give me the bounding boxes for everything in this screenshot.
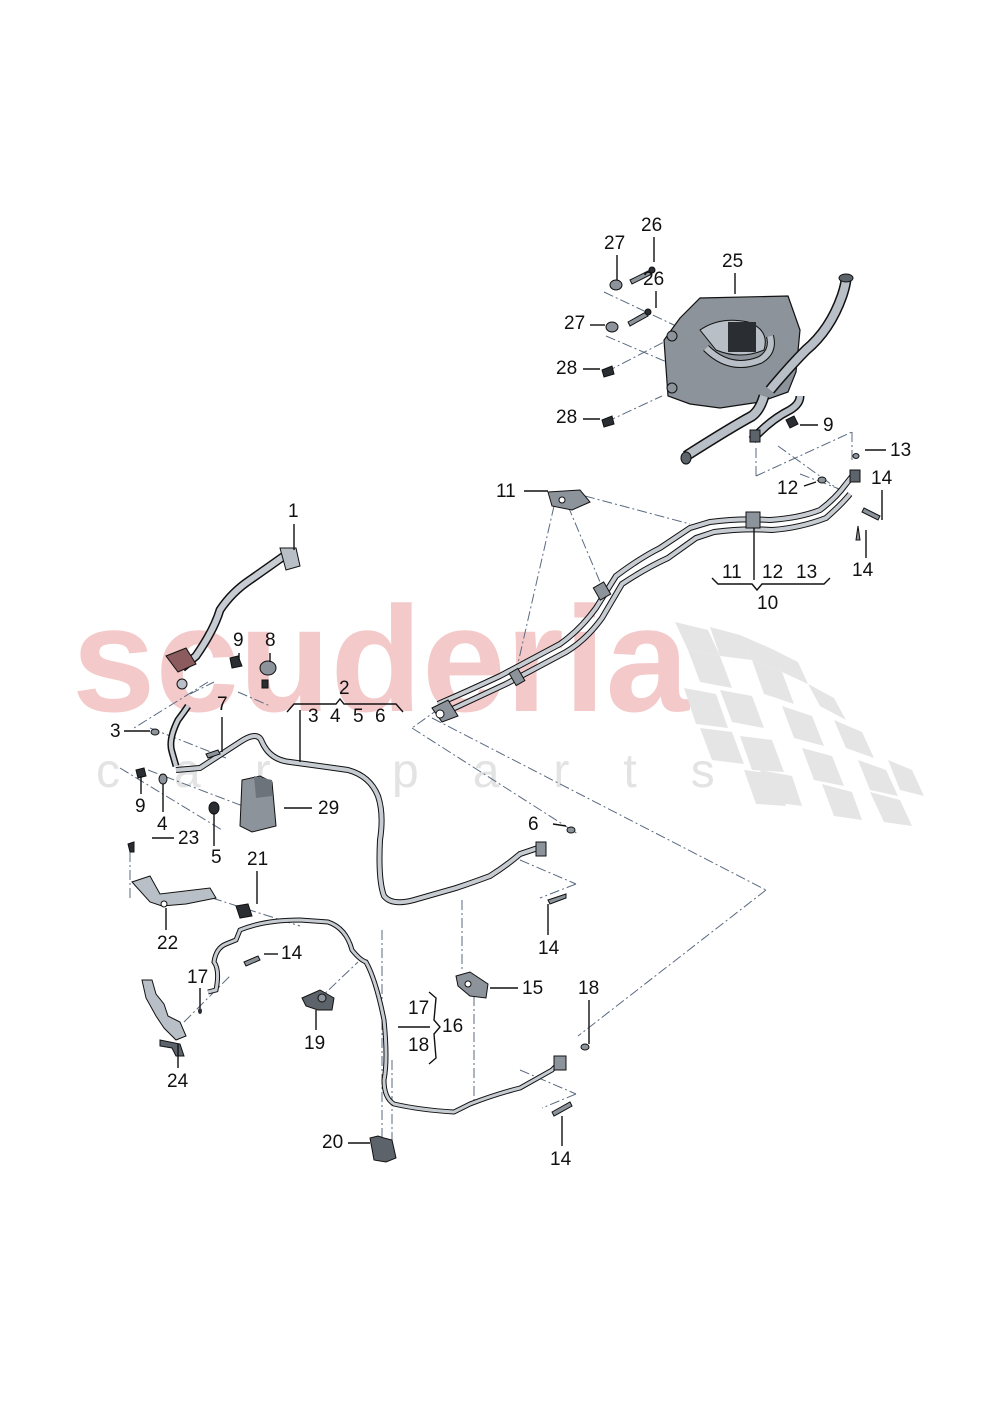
callout-8[interactable]: 8 xyxy=(265,630,276,651)
bolt-26a xyxy=(629,269,653,285)
refrigerant-line-2 xyxy=(167,704,547,906)
clamp-8 xyxy=(259,660,277,676)
callout-17[interactable]: 17 xyxy=(187,967,209,988)
callout-26[interactable]: 26 xyxy=(641,215,663,236)
callout-27[interactable]: 27 xyxy=(564,313,586,334)
callout-17[interactable]: 17 xyxy=(408,998,430,1019)
callout-11[interactable]: 11 xyxy=(496,481,516,502)
bracket-22 xyxy=(127,841,253,919)
callout-27[interactable]: 27 xyxy=(604,233,626,254)
callout-5[interactable]: 5 xyxy=(211,847,222,868)
washer-4 xyxy=(158,773,168,785)
refrigerant-line-16 xyxy=(198,917,590,1117)
callout-9[interactable]: 9 xyxy=(135,796,146,817)
callout-7[interactable]: 7 xyxy=(217,694,228,715)
callout-14[interactable]: 14 xyxy=(550,1149,572,1170)
callout-19[interactable]: 19 xyxy=(304,1033,326,1054)
o-ring-18 xyxy=(580,1043,590,1051)
callout-29[interactable]: 29 xyxy=(318,798,340,819)
callout-6[interactable]: 6 xyxy=(375,706,386,727)
callout-14[interactable]: 14 xyxy=(871,468,893,489)
bolt-14e xyxy=(551,1101,573,1117)
callout-12[interactable]: 12 xyxy=(762,562,784,583)
checkered-flag-watermark xyxy=(675,622,924,826)
refrigerant-line-10 xyxy=(431,469,861,723)
callout-14[interactable]: 14 xyxy=(852,560,874,581)
callout-28[interactable]: 28 xyxy=(556,407,578,428)
callout-28[interactable]: 28 xyxy=(556,358,578,379)
bolt-26b xyxy=(627,311,649,327)
bolt-14d xyxy=(243,955,261,967)
washer-5 xyxy=(208,801,220,815)
nut-9a xyxy=(785,415,799,429)
callout-9[interactable]: 9 xyxy=(823,415,834,436)
o-ring-3 xyxy=(150,728,160,736)
callout-14[interactable]: 14 xyxy=(538,938,560,959)
brace-10 xyxy=(711,577,831,592)
line-2-fasteners xyxy=(135,655,576,905)
screw-28a xyxy=(601,365,615,378)
nut-9c xyxy=(135,767,147,779)
callout-16[interactable]: 16 xyxy=(442,1016,464,1037)
group-braces xyxy=(286,577,831,1065)
bracket-11a xyxy=(547,489,591,511)
washer-27b xyxy=(605,321,619,333)
callout-18[interactable]: 18 xyxy=(408,1035,430,1056)
o-ring-12a xyxy=(817,476,827,484)
callout-15[interactable]: 15 xyxy=(522,978,544,999)
grommet-20 xyxy=(369,1135,397,1163)
callout-24[interactable]: 24 xyxy=(167,1071,189,1092)
callout-4[interactable]: 4 xyxy=(330,706,341,727)
callout-14[interactable]: 14 xyxy=(281,943,303,964)
callout-23[interactable]: 23 xyxy=(178,828,200,849)
leader-lines xyxy=(124,237,886,1146)
assembly-guide-lines xyxy=(119,291,853,1140)
compressor-unit-25 xyxy=(663,273,854,465)
bolt-14b xyxy=(855,525,861,541)
callout-9[interactable]: 9 xyxy=(233,630,244,651)
bracket-15 xyxy=(455,971,489,999)
callout-25[interactable]: 25 xyxy=(722,251,744,272)
line-10-fasteners xyxy=(547,453,881,541)
callout-4[interactable]: 4 xyxy=(157,814,168,835)
callout-2[interactable]: 2 xyxy=(339,678,350,699)
callout-3[interactable]: 3 xyxy=(308,706,319,727)
brace-16 xyxy=(428,991,441,1065)
callout-6[interactable]: 6 xyxy=(528,814,539,835)
callout-3[interactable]: 3 xyxy=(110,721,121,742)
callout-5[interactable]: 5 xyxy=(353,706,364,727)
callout-1[interactable]: 1 xyxy=(288,501,299,522)
clip-19 xyxy=(301,989,335,1011)
bolt-7 xyxy=(205,749,221,759)
callout-11[interactable]: 11 xyxy=(722,562,742,583)
callout-10[interactable]: 10 xyxy=(757,593,779,614)
nut-21 xyxy=(235,903,253,919)
o-ring-17 xyxy=(198,1008,202,1014)
callout-13[interactable]: 13 xyxy=(890,440,912,461)
refrigerant-line-1 xyxy=(165,547,301,690)
washer-27a xyxy=(609,279,623,291)
bolt-14c xyxy=(547,893,567,905)
pressure-sensor-24 xyxy=(141,979,187,1057)
o-ring-13a xyxy=(852,453,860,459)
callout-22[interactable]: 22 xyxy=(157,933,179,954)
nut-9b xyxy=(229,655,243,669)
callout-13[interactable]: 13 xyxy=(796,562,818,583)
callout-20[interactable]: 20 xyxy=(322,1132,344,1153)
callout-12[interactable]: 12 xyxy=(777,478,799,499)
screw-23 xyxy=(127,841,135,853)
screw-28b xyxy=(601,415,615,428)
fasteners-26-27-28 xyxy=(601,266,799,429)
callout-18[interactable]: 18 xyxy=(578,978,600,999)
callout-21[interactable]: 21 xyxy=(247,849,269,870)
control-module-29 xyxy=(239,775,277,833)
brace-2 xyxy=(286,697,404,713)
callout-26[interactable]: 26 xyxy=(643,269,665,290)
o-ring-6 xyxy=(566,826,576,834)
bolt-14a xyxy=(861,507,881,521)
